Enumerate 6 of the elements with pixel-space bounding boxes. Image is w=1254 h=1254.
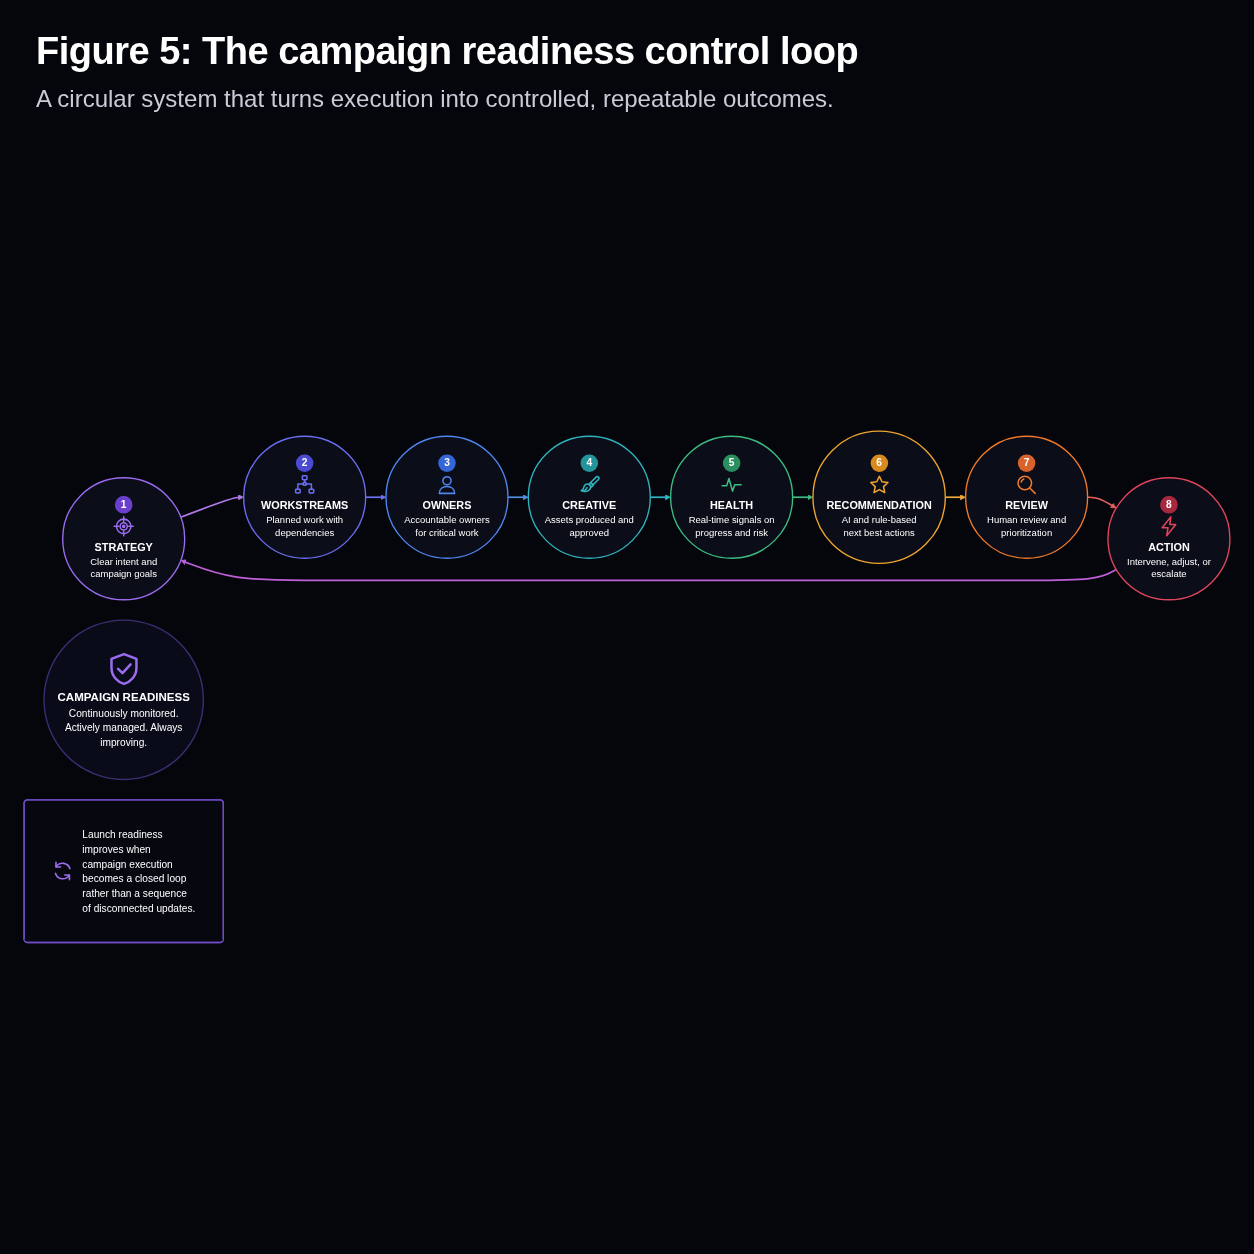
arrow: [180, 559, 1118, 582]
node-circle: CAMPAIGN READINESS Continuously monitored. Actively managed. Always improving.: [43, 619, 205, 781]
arrow: [507, 494, 529, 501]
figure-subtitle: A circular system that turns execution into controlled, repeatable outcomes.: [36, 85, 834, 113]
arrow: [179, 494, 244, 519]
figure-title: Figure 5: The campaign readiness control loop: [36, 30, 859, 73]
